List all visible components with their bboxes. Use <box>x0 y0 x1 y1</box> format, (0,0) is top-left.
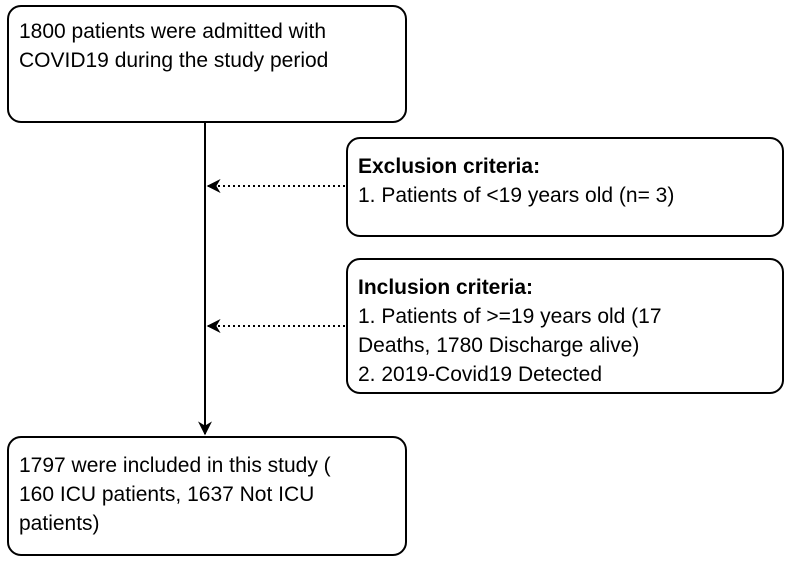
exclusion-line-1: 1. Patients of <19 years old (n= 3) <box>358 184 675 207</box>
inclusion-line-3: 2. 2019-Covid19 Detected <box>358 363 602 386</box>
included-patients-box: 1797 were included in this study ( 160 I… <box>7 436 407 556</box>
inclusion-line-1: 1. Patients of >=19 years old (17 <box>358 305 662 328</box>
admitted-line-2: COVID19 during the study period <box>19 49 329 72</box>
included-line-1: 1797 were included in this study ( <box>19 454 331 477</box>
exclusion-heading: Exclusion criteria: <box>358 155 541 178</box>
included-line-2: 160 ICU patients, 1637 Not ICU <box>19 483 315 506</box>
inclusion-criteria-box: Inclusion criteria: 1. Patients of >=19 … <box>346 258 784 394</box>
included-line-3: patients) <box>19 512 100 535</box>
admitted-patients-box: 1800 patients were admitted with COVID19… <box>7 5 407 123</box>
admitted-line-1: 1800 patients were admitted with <box>19 20 327 43</box>
exclusion-criteria-box: Exclusion criteria: 1. Patients of <19 y… <box>346 137 784 237</box>
inclusion-line-2: Deaths, 1780 Discharge alive) <box>358 334 640 357</box>
inclusion-heading: Inclusion criteria: <box>358 276 534 299</box>
